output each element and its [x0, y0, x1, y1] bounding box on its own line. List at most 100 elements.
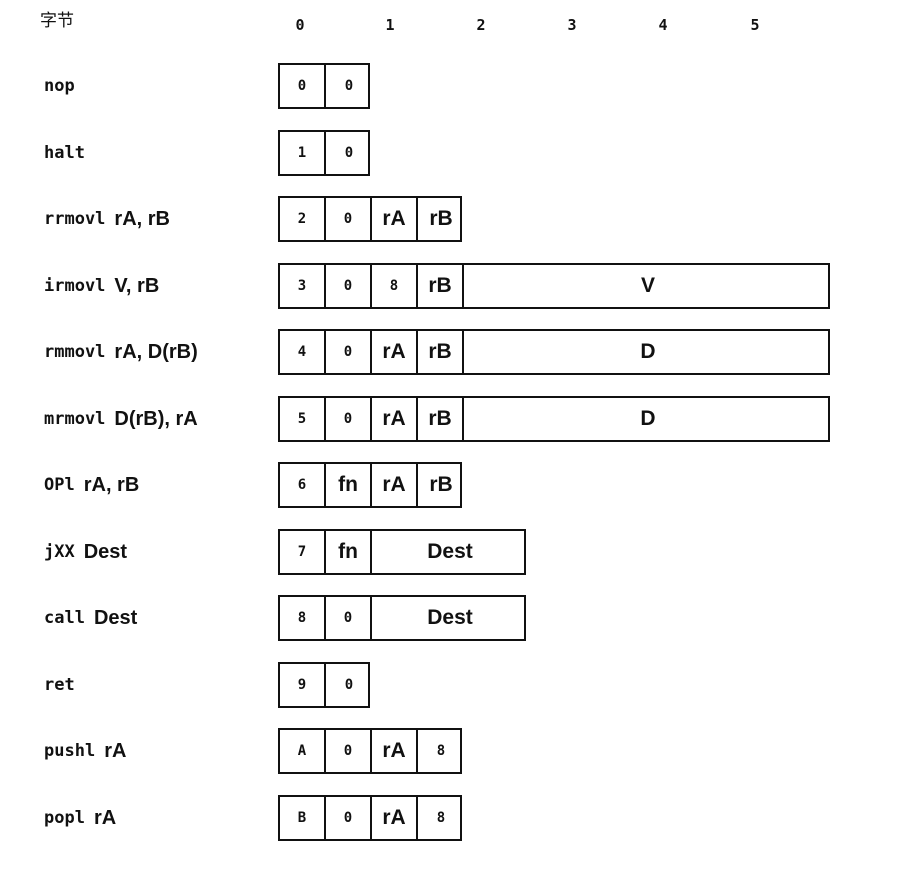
instruction-mnemonic: rmmovl rA, D(rB) [44, 329, 198, 375]
encoding-nibble: 2 [280, 198, 326, 240]
byte-index-5: 5 [750, 16, 760, 34]
encoding-nibble: 1 [280, 132, 326, 174]
encoding-nibble: 8 [372, 265, 418, 307]
encoding-register-field: rA [372, 797, 418, 839]
operand-list: rA, rB [114, 207, 170, 230]
encoding-nibble: 0 [280, 65, 326, 107]
encoding-nibble: 3 [280, 265, 326, 307]
encoding-nibble: 0 [326, 265, 372, 307]
encoding-nibble: 9 [280, 664, 326, 706]
encoding-nibble: 8 [280, 597, 326, 639]
opcode-name: popl [44, 808, 85, 828]
encoding-register-field: rA [372, 730, 418, 772]
opcode-name: mrmovl [44, 409, 106, 429]
operand-list: rA [104, 739, 127, 762]
encoding-nibble: A [280, 730, 326, 772]
encoding-register-field: fn [326, 464, 372, 506]
opcode-name: OPl [44, 475, 75, 495]
opcode-name: jXX [44, 542, 75, 562]
operand-list: rA [93, 806, 117, 829]
opcode-name: call [44, 608, 85, 628]
opcode-name: halt [44, 143, 85, 163]
encoding-word-field: Dest [427, 540, 473, 563]
encoding-nibble: 6 [280, 464, 326, 506]
encoding-word-field: V [640, 274, 655, 297]
encoding-register-field: rA [372, 464, 418, 506]
operand-list: V, rB [114, 274, 160, 297]
instruction-mnemonic: ret [44, 662, 84, 708]
instruction-mnemonic: nop [44, 63, 84, 109]
encoding-nibble: 0 [326, 597, 372, 639]
instruction-mnemonic: jXX Dest [44, 529, 127, 575]
encoding-register-field: rB [418, 398, 464, 440]
operand-list: D(rB), rA [114, 407, 198, 430]
encoding-nibble: 8 [436, 810, 446, 826]
encoding-register-field: rA [372, 331, 418, 373]
opcode-name: nop [44, 76, 75, 96]
encoding-nibble: 5 [280, 398, 326, 440]
byte-index-3: 3 [567, 16, 577, 34]
opcode-name: rmmovl [44, 342, 106, 362]
instruction-mnemonic: halt [44, 130, 94, 176]
encoding-register-field: rB [418, 265, 464, 307]
encoding-register-field: rA [372, 198, 418, 240]
encoding-nibble: 0 [326, 398, 372, 440]
encoding-nibble: 8 [436, 743, 446, 759]
opcode-name: irmovl [44, 276, 106, 296]
encoding-register-field: rB [429, 473, 453, 496]
encoding-nibble: 0 [344, 78, 354, 94]
operand-list: Dest [83, 540, 128, 563]
instruction-mnemonic: mrmovl D(rB), rA [44, 396, 198, 442]
byte-index-4: 4 [658, 16, 668, 34]
encoding-nibble: 0 [326, 730, 372, 772]
encoding-register-field: rA [372, 398, 418, 440]
encoding-word-field: D [640, 340, 656, 363]
encoding-word-field: Dest [427, 606, 473, 629]
instruction-mnemonic: call Dest [44, 595, 137, 641]
encoding-word-field: D [640, 407, 656, 430]
byte-index-2: 2 [476, 16, 486, 34]
encoding-nibble: 4 [280, 331, 326, 373]
encoding-nibble: 0 [326, 198, 372, 240]
byte-header-label: 字节 [40, 11, 74, 31]
encoding-register-field: fn [326, 531, 372, 573]
opcode-name: ret [44, 675, 75, 695]
operand-list: Dest [93, 606, 138, 629]
instruction-mnemonic: irmovl V, rB [44, 263, 159, 309]
opcode-name: pushl [44, 741, 96, 761]
operand-list: rA, rB [83, 473, 140, 496]
opcode-name: rrmovl [44, 209, 106, 229]
encoding-nibble: 7 [280, 531, 326, 573]
byte-index-0: 0 [295, 16, 305, 34]
instruction-mnemonic: OPl rA, rB [44, 462, 139, 508]
operand-list: rA, D(rB) [114, 340, 198, 363]
encoding-register-field: rB [418, 331, 464, 373]
byte-index-1: 1 [385, 16, 395, 34]
instruction-mnemonic: rrmovl rA, rB [44, 196, 170, 242]
